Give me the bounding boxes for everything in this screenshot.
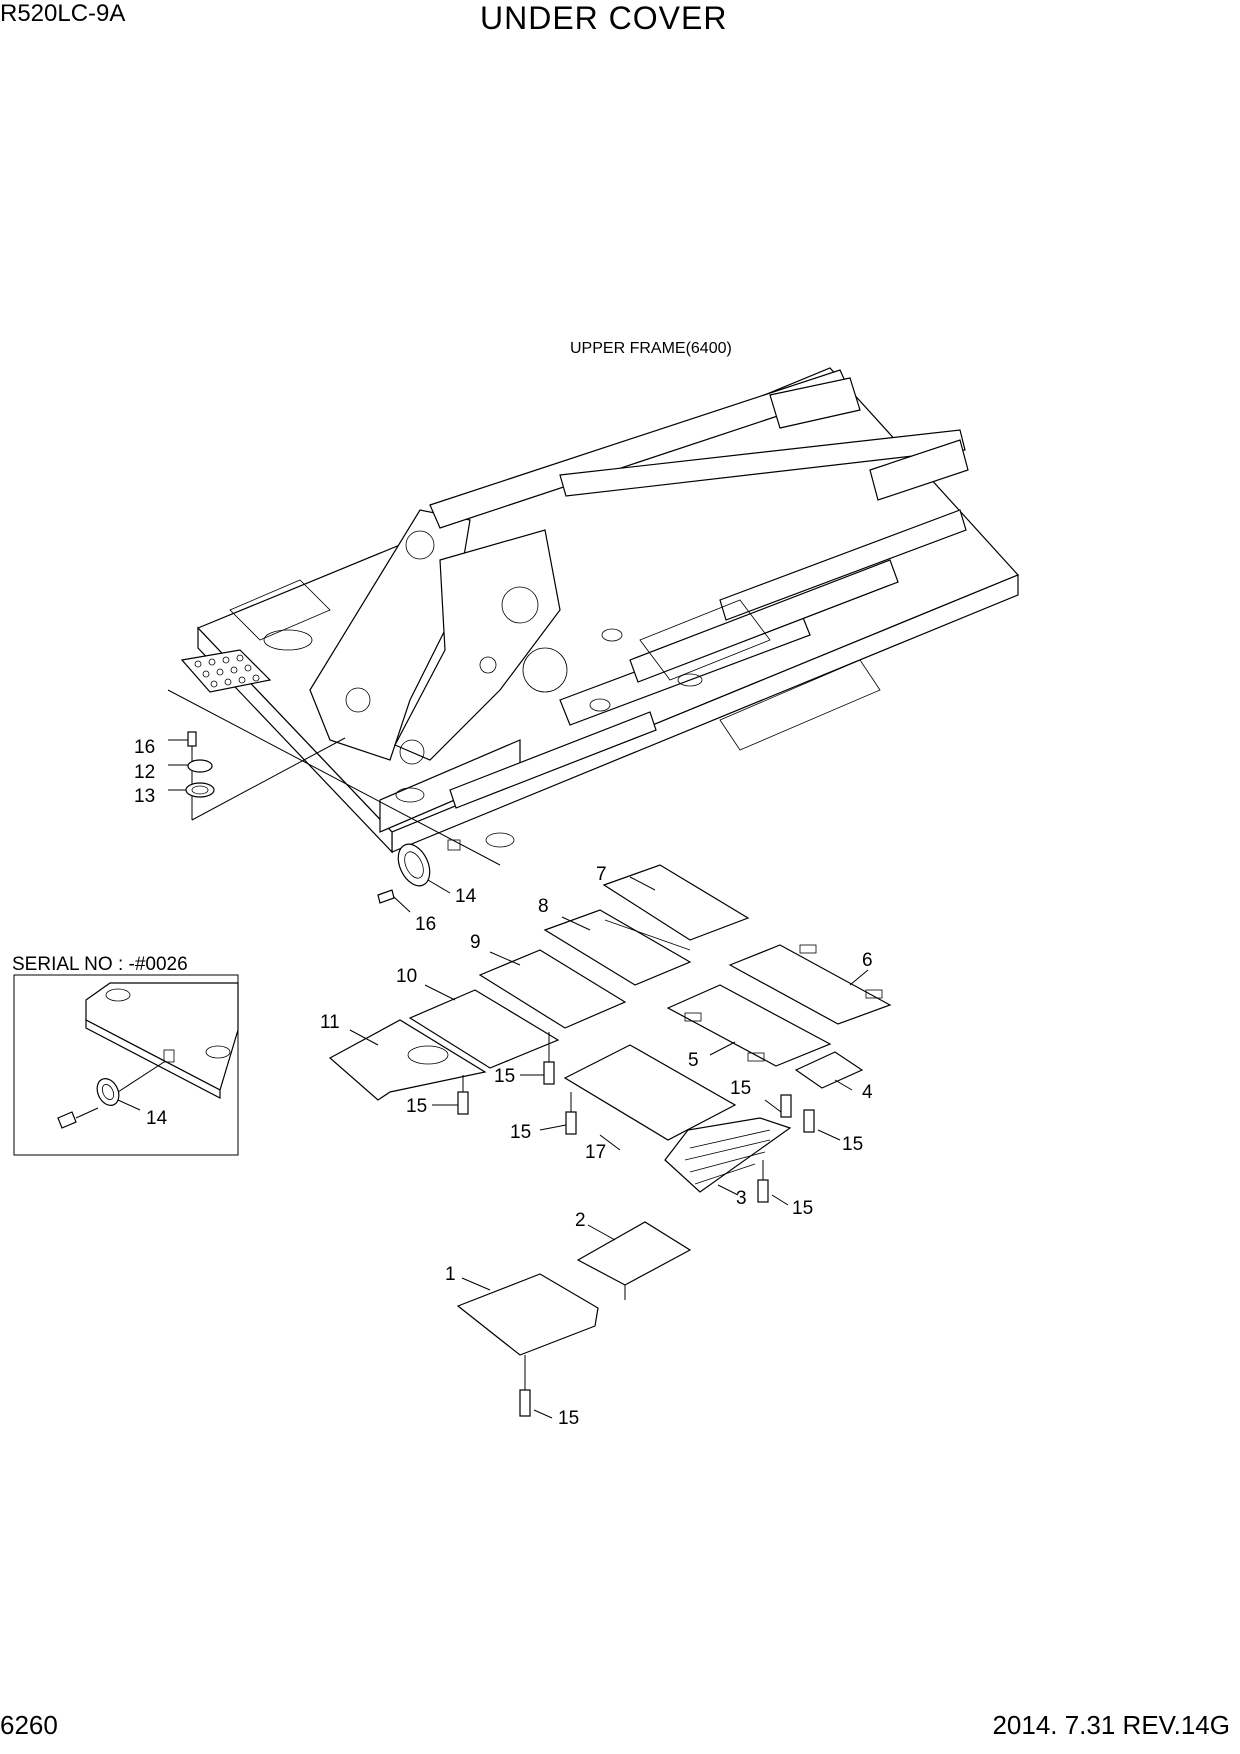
callout-5: 5 <box>688 1050 699 1071</box>
page-number: 6260 <box>0 1710 58 1740</box>
callout-14: 14 <box>455 886 477 907</box>
cover-plates <box>328 864 892 1390</box>
upper-frame-label: UPPER FRAME(6400) <box>570 340 732 357</box>
callout-16-bottom: 16 <box>415 914 436 935</box>
callout-15-d: 15 <box>730 1078 751 1099</box>
callout-17: 17 <box>585 1142 606 1163</box>
callout-16-top: 16 <box>134 737 155 758</box>
callout-1: 1 <box>445 1264 456 1285</box>
bolts-15 <box>457 1032 815 1417</box>
parts-16-12-13 <box>185 731 215 798</box>
page-title: UNDER COVER <box>480 0 728 36</box>
callout-6: 6 <box>862 950 873 971</box>
callout-8: 8 <box>538 896 549 917</box>
callout-15-a: 15 <box>494 1066 515 1087</box>
callout-15-b: 15 <box>406 1096 427 1117</box>
callout-3: 3 <box>736 1188 747 1209</box>
callout-15-e: 15 <box>842 1134 863 1155</box>
callout-15-g: 15 <box>558 1408 579 1429</box>
model-number: R520LC-9A <box>0 0 126 27</box>
callout-15-c: 15 <box>510 1122 531 1143</box>
serial-number-label: SERIAL NO : -#0026 <box>12 954 188 975</box>
part-14-cover <box>377 843 451 913</box>
callout-7: 7 <box>596 864 607 885</box>
callout-2: 2 <box>575 1210 586 1231</box>
callout-14-serial: 14 <box>146 1108 168 1129</box>
revision-date: 2014. 7.31 REV.14G <box>992 1710 1230 1740</box>
callout-10: 10 <box>396 966 417 987</box>
callout-4: 4 <box>862 1082 873 1103</box>
serial-number-detail-box <box>13 974 239 1156</box>
callout-15-f: 15 <box>792 1198 813 1219</box>
callout-13: 13 <box>134 786 155 807</box>
callout-9: 9 <box>470 932 481 953</box>
upper-frame-drawing <box>180 367 1020 854</box>
callout-12: 12 <box>134 762 155 783</box>
callout-leaders <box>349 876 869 1419</box>
callout-11: 11 <box>320 1012 340 1033</box>
